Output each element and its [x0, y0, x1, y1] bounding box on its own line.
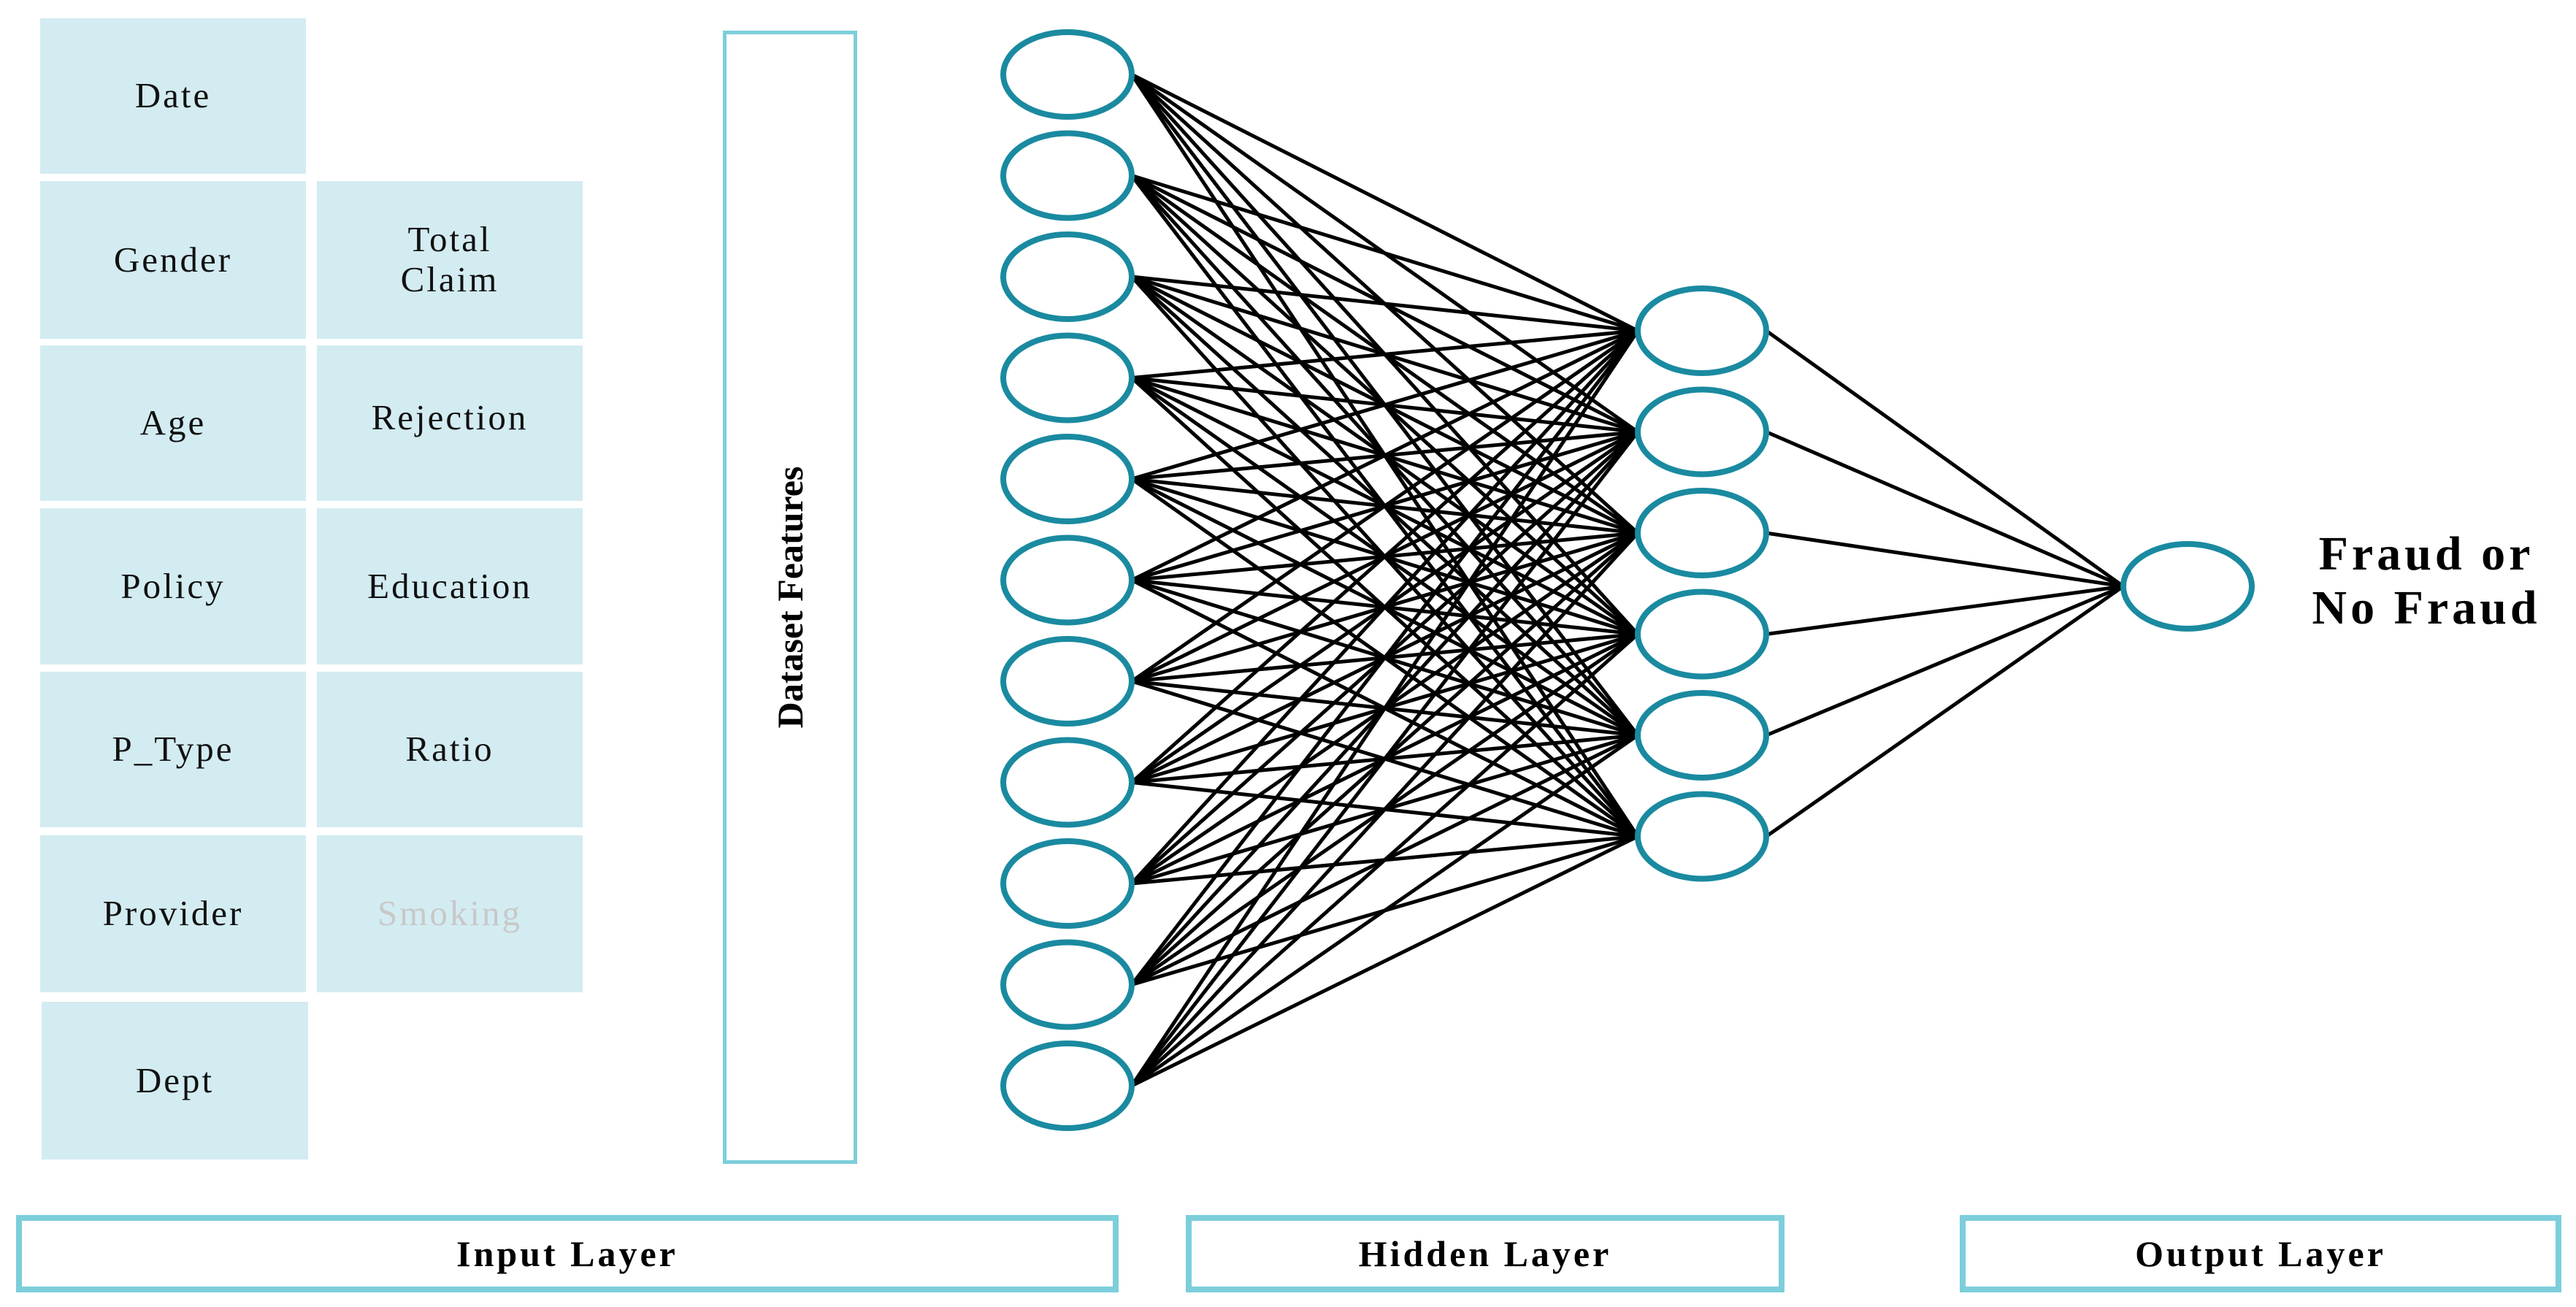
edge-hidden-6-output-1: [1765, 584, 2125, 838]
edge-input-5-hidden-1: [1131, 329, 1638, 481]
input-node-7: [1000, 636, 1135, 727]
input-node-3: [1000, 231, 1135, 322]
feature-provider: Provider: [40, 835, 306, 992]
feature-smoking: Smoking: [317, 835, 583, 992]
hidden-node-3: [1635, 488, 1769, 578]
network-edges: [1130, 72, 2125, 1088]
input-node-5: [1000, 434, 1135, 524]
input-layer-box: Input Layer: [16, 1215, 1119, 1292]
input-node-10: [1000, 939, 1135, 1030]
input-node-2: [1000, 130, 1135, 221]
feature-date: Date: [40, 18, 306, 174]
feature-rejection: Rejection: [317, 345, 583, 501]
hidden-node-6: [1635, 791, 1769, 882]
edge-input-2-hidden-1: [1131, 174, 1638, 333]
edge-input-11-hidden-6: [1130, 835, 1639, 1088]
hidden-node-1: [1635, 285, 1769, 376]
hidden-node-5: [1635, 690, 1769, 781]
edge-input-11-hidden-5: [1130, 733, 1639, 1088]
feature-total-claim-line2: Claim: [400, 259, 499, 299]
hidden-node-2: [1635, 386, 1769, 478]
edge-hidden-3-output-1: [1766, 531, 2124, 589]
edge-input-10-hidden-1: [1130, 329, 1639, 986]
output-layer-box: Output Layer: [1960, 1215, 2561, 1292]
input-node-1: [1000, 29, 1135, 120]
output-label-line1: Fraud or: [2318, 527, 2534, 580]
feature-age: Age: [40, 345, 306, 501]
feature-dept: Dept: [42, 1002, 308, 1160]
edge-input-4-hidden-1: [1131, 329, 1638, 380]
edge-hidden-1-output-1: [1765, 329, 2125, 589]
output-label: Fraud or No Fraud: [2277, 527, 2576, 635]
network-nodes: [1000, 29, 2255, 1131]
input-node-6: [1000, 534, 1135, 626]
edge-input-6-hidden-1: [1130, 329, 1639, 582]
edge-input-3-hidden-1: [1131, 275, 1638, 333]
edge-input-9-hidden-1: [1130, 329, 1639, 885]
edge-input-11-hidden-2: [1130, 430, 1639, 1087]
edge-input-11-hidden-3: [1130, 532, 1639, 1087]
edge-hidden-2-output-1: [1766, 430, 2124, 589]
feature-ratio: Ratio: [317, 672, 583, 827]
input-node-11: [1000, 1040, 1135, 1131]
edge-input-11-hidden-4: [1130, 632, 1639, 1087]
edge-hidden-5-output-1: [1766, 584, 2124, 737]
output-label-line2: No Fraud: [2312, 581, 2541, 635]
feature-total-claim: Total Claim: [317, 181, 583, 339]
input-node-9: [1000, 838, 1135, 929]
hidden-node-4: [1635, 589, 1769, 680]
feature-gender: Gender: [40, 181, 306, 339]
output-node-1: [2120, 541, 2255, 632]
input-node-4: [1000, 332, 1135, 423]
edge-input-1-hidden-1: [1130, 72, 1639, 333]
edge-input-8-hidden-1: [1130, 329, 1639, 784]
input-node-8: [1000, 737, 1135, 828]
edge-input-7-hidden-1: [1130, 329, 1639, 683]
edge-hidden-4-output-1: [1766, 584, 2124, 636]
feature-p-type: P_Type: [40, 672, 306, 827]
dataset-features-box: [723, 31, 857, 1164]
edge-input-11-hidden-1: [1130, 329, 1640, 1087]
feature-education: Education: [317, 508, 583, 664]
feature-policy: Policy: [40, 508, 306, 664]
hidden-layer-box: Hidden Layer: [1186, 1215, 1785, 1292]
feature-total-claim-line1: Total: [407, 219, 492, 260]
